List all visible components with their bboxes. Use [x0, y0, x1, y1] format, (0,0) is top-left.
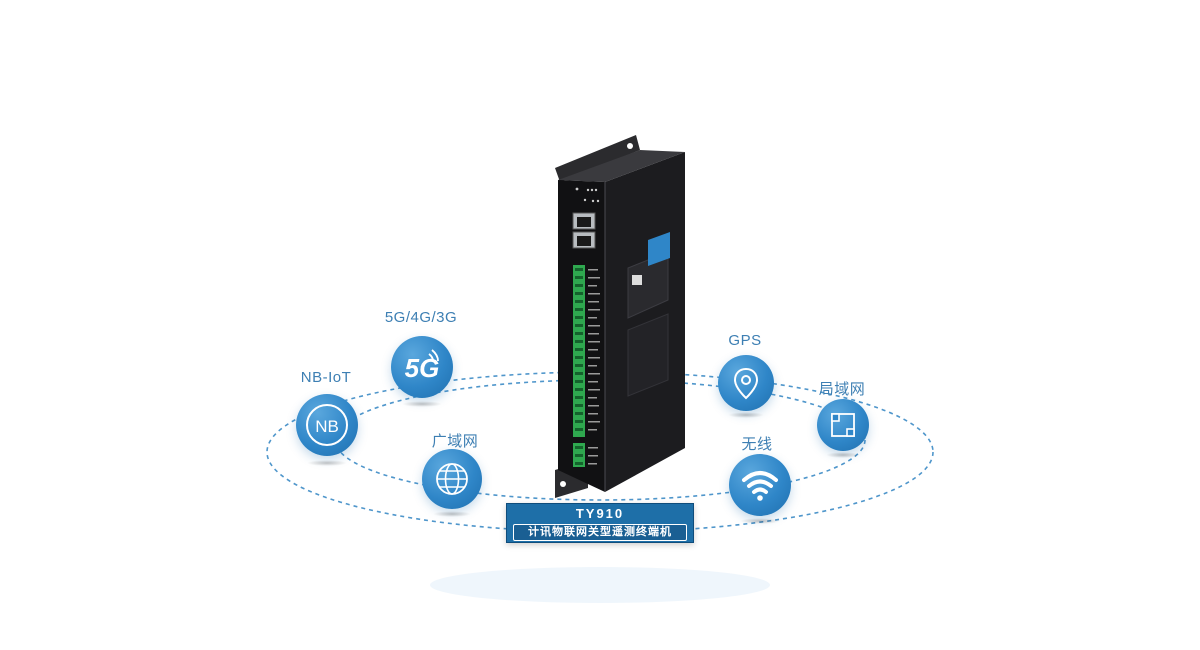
lan-shadow — [826, 452, 860, 458]
nbiot-label: NB-IoT — [300, 369, 352, 386]
cellular-label: 5G/4G/3G — [384, 309, 458, 326]
gps-shadow — [728, 412, 764, 418]
lan-label: 局域网 — [818, 381, 866, 398]
wan-label: 广域网 — [431, 433, 479, 450]
wan-shadow — [433, 511, 471, 517]
nbiot-shadow — [307, 460, 347, 466]
location-pin-icon — [718, 355, 774, 411]
cellular-shadow — [402, 401, 442, 407]
svg-text:5G: 5G — [405, 353, 440, 383]
product-title-box: TY910 计讯物联网关型遥测终端机 — [506, 503, 694, 543]
gps-label: GPS — [728, 332, 762, 349]
network-square-icon — [817, 399, 869, 451]
product-model: TY910 — [575, 506, 625, 521]
wifi-icon — [729, 454, 791, 516]
nb-badge-icon: NB — [296, 394, 358, 456]
5g-badge-icon: 5G — [391, 336, 453, 398]
wireless-label: 无线 — [741, 436, 773, 453]
wireless-shadow — [740, 518, 780, 524]
svg-text:NB: NB — [315, 417, 339, 436]
product-subtitle: 计讯物联网关型遥测终端机 — [513, 524, 687, 541]
globe-icon — [422, 449, 482, 509]
